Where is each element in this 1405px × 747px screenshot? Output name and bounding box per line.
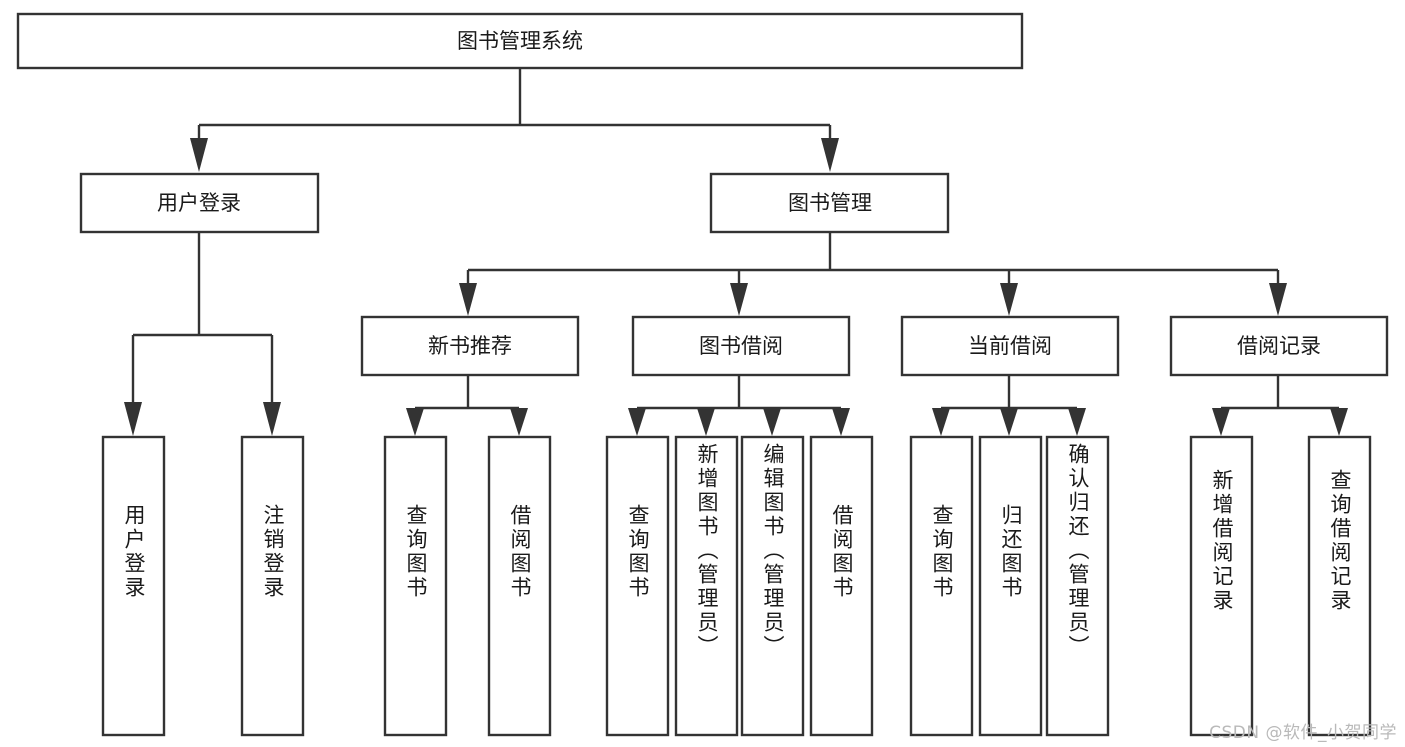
arrowhead-current-borrow: [1000, 283, 1018, 316]
node-leaf-add-book-admin-box[interactable]: [674, 435, 739, 737]
node-root-box[interactable]: [16, 12, 1024, 70]
node-leaf-borrow-book-1-box[interactable]: [487, 435, 552, 737]
arrowhead-leaf-edit-book-admin: [763, 408, 781, 436]
connector-group-user-login-to-leaves: [124, 232, 281, 436]
node-borrow-record[interactable]: 借阅记录: [1169, 315, 1389, 377]
node-leaf-confirm-return-admin-box[interactable]: [1045, 435, 1110, 737]
node-leaf-logout-login-box[interactable]: [240, 435, 305, 737]
arrowhead-leaf-query-book-2: [628, 408, 646, 436]
connector-group-borrow-record-to-leaves: [1212, 375, 1348, 436]
node-user-login-box[interactable]: [79, 172, 320, 234]
node-book-management-box[interactable]: [709, 172, 950, 234]
node-leaf-query-book-3-box[interactable]: [909, 435, 974, 737]
arrowhead-user-login: [190, 138, 208, 172]
arrowhead-borrow-record: [1269, 283, 1287, 316]
node-borrow-record-box[interactable]: [1169, 315, 1389, 377]
node-leaf-borrow-book-2-box[interactable]: [809, 435, 874, 737]
node-book-management-label: 图书管理: [788, 191, 872, 215]
arrowhead-leaf-add-borrow-record: [1212, 408, 1230, 436]
node-book-borrow[interactable]: 图书借阅: [631, 315, 851, 377]
arrowhead-leaf-query-book-1: [406, 408, 424, 436]
node-borrow-record-label: 借阅记录: [1237, 334, 1321, 358]
watermark-label: CSDN @软件_小贺同学: [1209, 723, 1397, 743]
arrowhead-book-management: [821, 138, 839, 172]
arrowhead-leaf-query-book-3: [932, 408, 950, 436]
node-new-book-recommend-label: 新书推荐: [428, 334, 512, 358]
arrowhead-book-borrow: [730, 283, 748, 316]
node-current-borrow-label: 当前借阅: [968, 334, 1052, 358]
node-leaf-edit-book-admin-box[interactable]: [740, 435, 805, 737]
node-root-label: 图书管理系统: [457, 29, 583, 53]
node-current-borrow-box[interactable]: [900, 315, 1120, 377]
arrowhead-new-book-recommend: [459, 283, 477, 316]
connector-group-book-borrow-to-leaves: [628, 375, 850, 436]
arrowhead-leaf-user-login: [124, 402, 142, 436]
connector-group-root-to-level2: [190, 68, 839, 172]
connector-group-book-management-to-level3: [459, 232, 1287, 316]
node-current-borrow[interactable]: 当前借阅: [900, 315, 1120, 377]
node-leaf-query-book-2-box[interactable]: [605, 435, 670, 737]
arrowhead-leaf-add-book-admin: [697, 408, 715, 436]
node-book-management[interactable]: 图书管理: [709, 172, 950, 234]
arrowhead-leaf-confirm-return-admin: [1068, 408, 1086, 436]
node-leaf-query-borrow-record-box[interactable]: [1307, 435, 1372, 737]
node-leaf-add-borrow-record-box[interactable]: [1189, 435, 1254, 737]
node-new-book-recommend-box[interactable]: [360, 315, 580, 377]
arrowhead-leaf-borrow-book-2: [832, 408, 850, 436]
node-leaf-query-book-1-box[interactable]: [383, 435, 448, 737]
node-book-borrow-label: 图书借阅: [699, 334, 783, 358]
node-book-borrow-box[interactable]: [631, 315, 851, 377]
node-user-login-label: 用户登录: [157, 191, 241, 215]
arrowhead-leaf-logout-login: [263, 402, 281, 436]
node-new-book-recommend[interactable]: 新书推荐: [360, 315, 580, 377]
arrowhead-leaf-query-borrow-record: [1330, 408, 1348, 436]
arrowhead-leaf-borrow-book-1: [510, 408, 528, 436]
node-leaf-user-login-box[interactable]: [101, 435, 166, 737]
node-user-login[interactable]: 用户登录: [79, 172, 320, 234]
connector-group-new-book-recommend-to-leaves: [406, 375, 528, 436]
node-leaf-return-book-box[interactable]: [978, 435, 1043, 737]
connector-group-current-borrow-to-leaves: [932, 375, 1086, 436]
node-root[interactable]: 图书管理系统: [16, 12, 1024, 70]
arrowhead-leaf-return-book: [1000, 408, 1018, 436]
